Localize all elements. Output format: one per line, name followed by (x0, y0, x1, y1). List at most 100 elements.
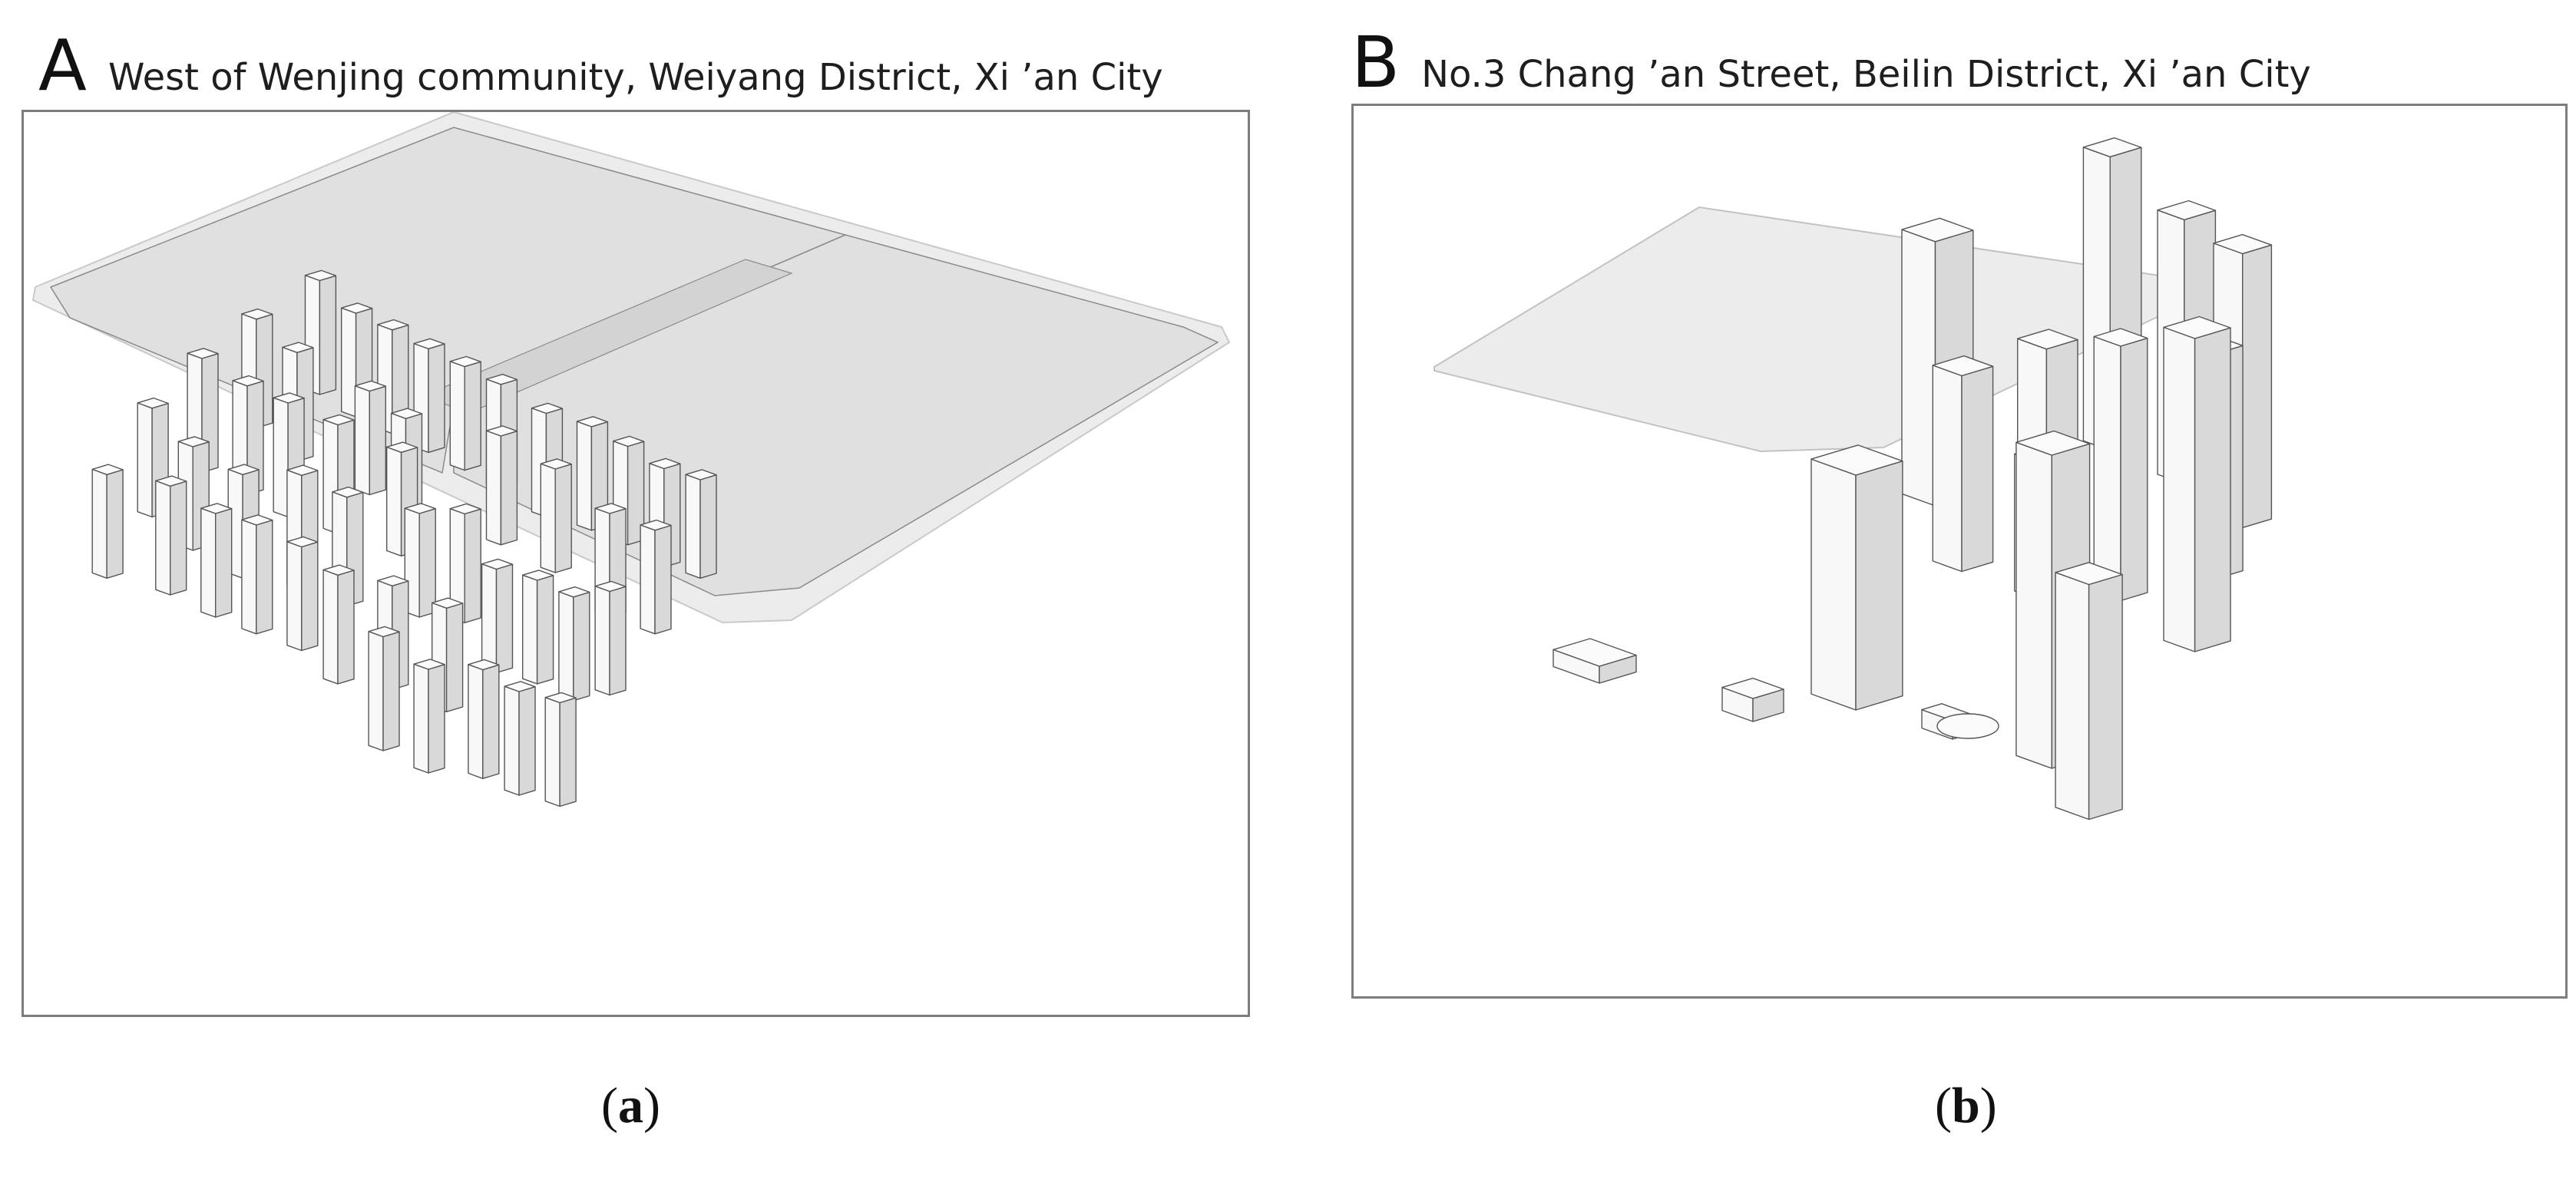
building-right-face (464, 508, 481, 623)
building-left-face (449, 361, 465, 471)
building-roof (2055, 562, 2123, 586)
building-left-face (2163, 326, 2196, 652)
building-left-face (2093, 335, 2121, 602)
building-right-face (495, 563, 514, 674)
building-left-face (468, 664, 484, 779)
building-right-face (256, 520, 273, 635)
building-roof (504, 681, 536, 692)
building-left-face (241, 519, 257, 635)
panel-a-tower (481, 558, 514, 674)
building-right-face (536, 575, 554, 685)
panel-a-tower (413, 338, 445, 454)
building-left-face (481, 563, 498, 674)
panel-a-tower (241, 514, 273, 635)
building-left-face (504, 685, 520, 796)
building-roof (468, 659, 500, 671)
panel-a-tower (485, 425, 518, 546)
building-left-face (286, 541, 303, 652)
panel-a-caption-letter: a (617, 1078, 643, 1134)
panel-a-tower (504, 681, 536, 796)
building-right-face (319, 275, 337, 395)
building-right-face (559, 697, 577, 807)
panel-a-tower (368, 626, 400, 751)
building-right-face (428, 664, 445, 774)
panel-a-tower (640, 519, 672, 635)
building-roof (155, 475, 187, 487)
building-roof (522, 570, 554, 581)
building-right-face (1855, 461, 1903, 711)
building-roof (685, 469, 717, 480)
building-roof (137, 397, 169, 409)
building-left-face (354, 385, 370, 496)
building-roof (1901, 217, 1974, 243)
building-right-face (428, 343, 445, 454)
panel-a-tower (558, 586, 590, 702)
building-left-face (540, 463, 556, 573)
building-right-face (169, 480, 187, 596)
panel-a-header: A West of Wenjing community, Weiyang Dis… (38, 31, 1163, 101)
building-roof (354, 380, 386, 392)
building-roof (481, 558, 514, 570)
building-roof (649, 457, 681, 470)
panel-a-frame (21, 110, 1250, 1017)
building-roof (377, 319, 409, 331)
building-roof (341, 302, 373, 314)
building-roof (432, 597, 464, 609)
panel-a-title: West of Wenjing community, Weiyang Distr… (107, 56, 1163, 99)
building-left-face (137, 402, 153, 518)
building-roof (332, 486, 364, 498)
building-left-face (322, 569, 339, 685)
panel-a-tower (468, 659, 500, 779)
building-left-face (558, 591, 574, 702)
building-roof (558, 586, 590, 598)
panel-b-caption-letter: b (1951, 1078, 1980, 1134)
building-left-face (485, 430, 502, 546)
building-roof (2163, 315, 2231, 339)
panel-b-header: B No.3 Chang ’an Street, Beilin District… (1351, 28, 2311, 98)
building-roof (1810, 444, 1903, 476)
panel-b-tower (1810, 444, 1903, 711)
building-roof (540, 458, 572, 470)
building-roof (304, 269, 337, 282)
building-roof (2093, 328, 2148, 347)
panel-a-tower (413, 659, 445, 774)
building-roof (322, 564, 355, 576)
building-roof (404, 503, 436, 514)
building-roof (2213, 233, 2273, 255)
building-left-face (2015, 441, 2052, 769)
building-roof (640, 519, 672, 531)
building-left-face (1932, 365, 1963, 573)
panel-a-massing-model (31, 112, 1231, 807)
building-left-face (368, 631, 384, 751)
building-right-face (518, 686, 536, 796)
building-right-face (382, 631, 400, 751)
panel-b-caption: (b) (1935, 1078, 1997, 1134)
building-roof (322, 414, 355, 426)
panel-b-low-pavilion (1553, 638, 1637, 684)
building-roof (227, 464, 260, 475)
building-right-face (2120, 337, 2148, 602)
building-roof (286, 536, 319, 548)
building-left-face (640, 524, 656, 635)
panel-b-title: No.3 Chang ’an Street, Beilin District, … (1421, 53, 2311, 96)
building-roof (282, 342, 314, 353)
building-right-face (301, 541, 319, 652)
panel-a-tower (322, 564, 355, 685)
building-roof (1553, 638, 1637, 667)
building-roof (449, 355, 481, 368)
building-right-face (482, 664, 500, 779)
building-right-face (214, 508, 233, 618)
building-left-face (594, 586, 610, 696)
panel-a-tower (544, 692, 577, 807)
building-roof (241, 514, 273, 526)
building-left-face (2055, 572, 2090, 821)
building-roof (91, 464, 124, 475)
building-right-face (418, 508, 436, 618)
building-roof (485, 374, 518, 385)
building-right-face (609, 586, 627, 696)
panel-a-tower (404, 503, 436, 618)
panel-b-tower (2055, 562, 2123, 821)
panel-a-tower (594, 580, 627, 696)
building-roof (594, 503, 627, 514)
panel-a-caption: (a) (601, 1078, 660, 1134)
